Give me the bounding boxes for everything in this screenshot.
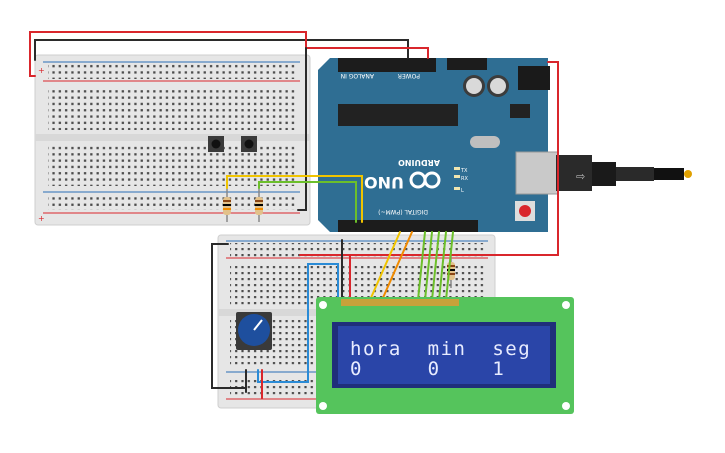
lcd-line-2: 0 0 1 [350,358,505,380]
breadboard-top: + + [34,54,311,226]
arduino-brand-label: ARDUINO [398,158,440,167]
push-button-1[interactable] [208,136,224,152]
analog-header-label: ANALOG IN [341,72,374,79]
lcd-module: hora min seg 0 0 1 [316,297,574,414]
arduino-uno-board: UNO ARDUINO POWER ANALOG IN DIGITAL (PWM… [318,58,559,232]
wire-gnd-bottom [211,243,247,389]
digital-header [338,220,478,232]
tx-led-label: TX [460,168,468,174]
wire-button-1 [226,175,363,223]
analog-power-header [338,58,436,72]
resistor-1 [223,188,231,222]
power-header-label: POWER [398,72,420,79]
svg-text:+: + [38,66,45,75]
push-button-2[interactable] [241,136,257,152]
potentiometer[interactable] [236,312,272,350]
lcd-screen [338,326,550,384]
rx-led-label: RX [461,176,468,182]
lcd-pin-header [341,299,459,306]
arduino-model-label: UNO [364,173,404,192]
wire-contrast [257,263,339,383]
wire-5v-top [29,31,429,77]
usb-cable: ⇨ [556,155,692,191]
lcd-line-1: hora min seg [350,338,531,360]
wires [29,31,559,399]
arduino-logo-icon [409,171,441,189]
resistor-2 [255,188,263,222]
l-led-label: L [461,188,464,194]
wire-button-2 [258,181,357,223]
usb-icon: ⇨ [576,170,585,183]
wire-gnd-rail [297,47,307,211]
digital-header-label: DIGITAL (PWM~) [378,208,428,215]
svg-text:+: + [38,214,45,223]
